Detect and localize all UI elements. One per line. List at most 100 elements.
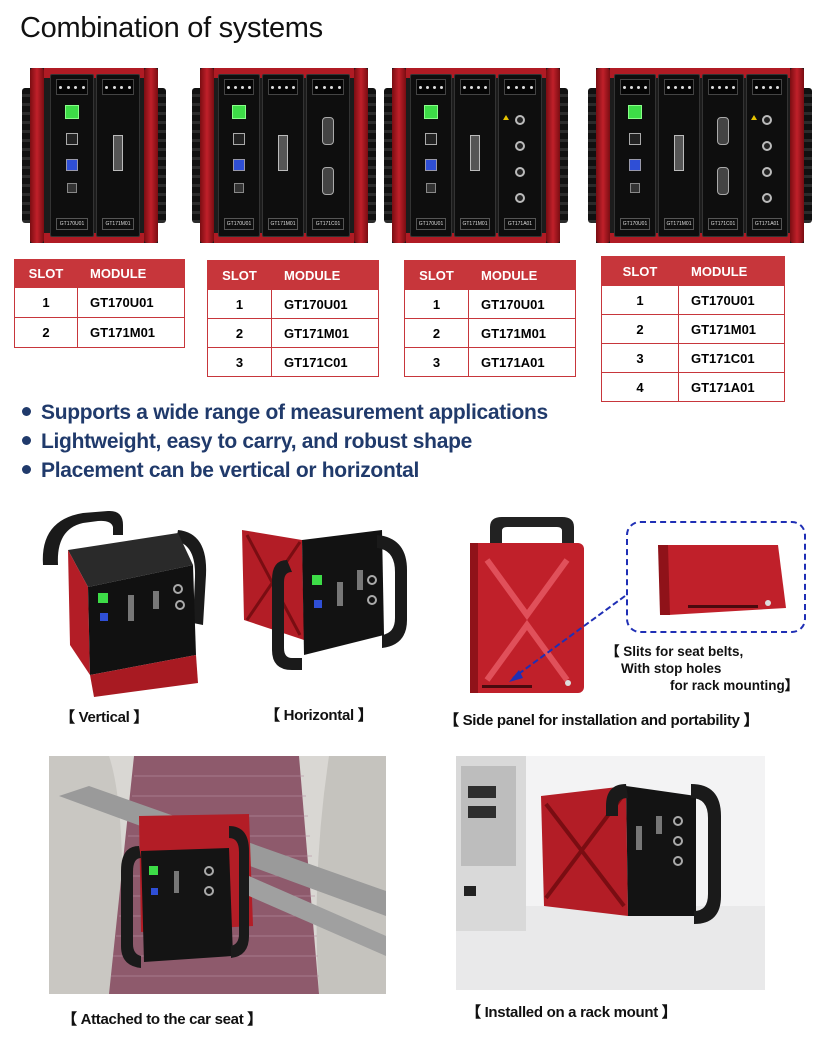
vertical-device-illustration — [42, 510, 207, 697]
usb-port — [233, 159, 245, 171]
slit-note-line-2: With stop holes — [621, 661, 722, 676]
run-stop-button — [628, 105, 642, 119]
horizontal-device-illustration — [242, 530, 407, 670]
device-frame-left — [200, 68, 214, 243]
module-name: GT171A01 — [504, 218, 536, 230]
run-stop-button — [424, 105, 438, 119]
power-port — [426, 183, 436, 193]
module-gt171c01: GT171C01 — [306, 74, 350, 237]
table-row: 3 GT171A01 — [404, 347, 576, 377]
led-panel — [56, 79, 88, 95]
module-name: GT171M01 — [271, 318, 379, 348]
module-name: GT171M01 — [664, 218, 694, 230]
dsub-connector-ch1 — [717, 117, 729, 145]
module-gt171a01: GT171A01 — [498, 74, 542, 237]
warning-icon — [503, 115, 509, 120]
table-header-module: MODULE — [77, 259, 185, 288]
module-gt171a01: GT171A01 — [746, 74, 788, 237]
device-three-slot-can: GT170U01 GT171M01 GT171C01 — [192, 68, 376, 243]
vertical-placement-photo — [28, 505, 213, 700]
feature-list: Supports a wide range of measurement app… — [22, 398, 548, 485]
led-panel — [102, 79, 134, 95]
module-name: GT170U01 — [77, 287, 185, 318]
caption-car-seat: 【 Attached to the car seat 】 — [62, 1011, 262, 1028]
power-port — [234, 183, 244, 193]
run-stop-button — [65, 105, 79, 119]
slot-table-1: SLOT MODULE 1 GT170U01 2 GT171M01 — [14, 259, 185, 348]
bnc-connector-ai2 — [515, 141, 525, 151]
table-header-module: MODULE — [271, 260, 379, 290]
table-row: 2 GT171M01 — [207, 318, 379, 348]
module-name: GT170U01 — [56, 218, 88, 230]
device-top-bar — [214, 68, 354, 78]
module-gt171m01: GT171M01 — [454, 74, 496, 237]
power-port — [630, 183, 640, 193]
car-seat-photo — [49, 756, 386, 994]
device-bottom-bar — [214, 233, 354, 243]
led-panel — [312, 79, 344, 95]
led-panel — [620, 79, 650, 95]
car-seat-illustration — [49, 756, 386, 994]
table-header-module: MODULE — [468, 260, 576, 290]
slot-number: 1 — [207, 289, 272, 319]
slot-number: 3 — [207, 347, 272, 377]
slot-table-3: SLOT MODULE 1 GT170U01 2 GT171M01 3 GT17… — [404, 260, 576, 377]
ethernet-port — [629, 133, 641, 145]
device-top-bar — [610, 68, 790, 78]
device-bottom-bar — [44, 233, 144, 243]
rack-mount-illustration — [456, 756, 765, 990]
caption-vertical: 【 Vertical 】 — [60, 709, 149, 726]
device-frame-right — [790, 68, 804, 243]
horizontal-placement-photo — [232, 520, 412, 680]
bullet-icon — [22, 407, 31, 416]
device-frame-left — [392, 68, 406, 243]
module-gt170u01: GT170U01 — [218, 74, 260, 237]
table-row: 2 GT171M01 — [14, 317, 185, 348]
bnc-connector-ai4 — [515, 193, 525, 203]
ethernet-port — [233, 133, 245, 145]
feature-text: Supports a wide range of measurement app… — [41, 401, 548, 424]
table-row: 2 GT171M01 — [404, 318, 576, 348]
slot-number: 4 — [601, 372, 679, 402]
slit-note: 【 Slits for seat belts, With stop holes … — [606, 643, 816, 694]
module-name: GT170U01 — [224, 218, 254, 230]
module-name: GT171C01 — [271, 347, 379, 377]
module-name: GT171M01 — [268, 218, 298, 230]
slot-number: 1 — [404, 289, 469, 319]
device-bottom-bar — [610, 233, 790, 243]
module-name: GT171A01 — [468, 347, 576, 377]
probe-connector — [113, 135, 123, 171]
module-gt170u01: GT170U01 — [614, 74, 656, 237]
bullet-icon — [22, 465, 31, 474]
bnc-connector-ai3 — [762, 167, 772, 177]
callout-arrow — [509, 595, 626, 682]
led-panel — [268, 79, 298, 95]
device-frame-left — [30, 68, 44, 243]
ethernet-port — [425, 133, 437, 145]
module-name: GT171M01 — [460, 218, 490, 230]
probe-connector — [278, 135, 288, 171]
device-two-slot: GT170U01 GT171M01 — [22, 68, 166, 243]
table-header-slot: SLOT — [404, 260, 469, 290]
module-name: GT171A01 — [678, 372, 785, 402]
dsub-connector-ch2 — [322, 167, 334, 195]
slot-number: 2 — [207, 318, 272, 348]
slot-number: 3 — [404, 347, 469, 377]
table-row: 3 GT171C01 — [601, 343, 785, 373]
module-name: GT171C01 — [708, 218, 738, 230]
module-gt171m01: GT171M01 — [96, 74, 140, 237]
module-name: GT171M01 — [678, 314, 785, 344]
list-item: Placement can be vertical or horizontal — [22, 456, 548, 485]
feature-text: Placement can be vertical or horizontal — [41, 459, 420, 482]
bullet-icon — [22, 436, 31, 445]
caption-rack-mount: 【 Installed on a rack mount 】 — [466, 1004, 677, 1021]
led-panel — [664, 79, 694, 95]
rack-mount-photo — [456, 756, 765, 990]
list-item: Lightweight, easy to carry, and robust s… — [22, 427, 548, 456]
bnc-connector-ai2 — [762, 141, 772, 151]
module-gt170u01: GT170U01 — [410, 74, 452, 237]
table-row: 1 GT170U01 — [207, 289, 379, 319]
device-frame-left — [596, 68, 610, 243]
slit-note-line-3: for rack mounting】 — [670, 678, 799, 693]
table-row: 4 GT171A01 — [601, 372, 785, 402]
